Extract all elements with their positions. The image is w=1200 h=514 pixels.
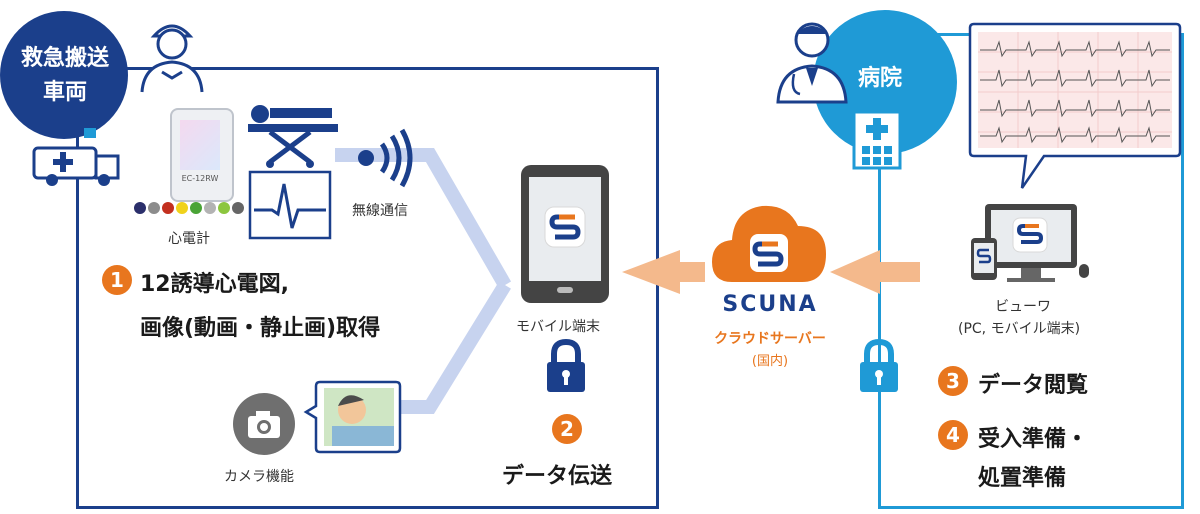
step-4: 4 [938, 420, 968, 450]
paramedic-icon [140, 24, 204, 93]
ecg-device-screen [180, 120, 220, 170]
step-2-number: 2 [552, 414, 582, 444]
ambulance-frame [76, 67, 659, 509]
wireless-label: 無線通信 [352, 203, 408, 219]
lock-icon [860, 338, 898, 392]
smartphone-icon [521, 165, 609, 303]
ecg-waveform-icon [248, 170, 332, 240]
ambulance-icon [32, 128, 120, 186]
lock-icon [547, 338, 585, 392]
hospital-badge [813, 10, 957, 170]
arrow-from-cloud [830, 250, 920, 294]
patient-photo-icon [303, 380, 402, 454]
hospital-building-icon [852, 110, 902, 170]
ecg-device-label: 心電計 [168, 231, 210, 247]
cloud-icon [712, 205, 826, 282]
ambulance-badge [0, 11, 128, 186]
cloud-server-sublabel: (国内) [751, 354, 789, 369]
ambulance-title-2: 車両 [42, 80, 87, 105]
ecg-electrodes-icon [134, 202, 244, 214]
viewer-sublabel: (PC, モバイル端末) [958, 321, 1081, 337]
flow-line-bottom [395, 281, 511, 414]
step-1: 1 [102, 265, 132, 295]
cloud-server-label: クラウドサーバー [714, 331, 826, 347]
camera-icon [233, 393, 295, 455]
camera-label: カメラ機能 [224, 469, 294, 485]
step-4-number: 4 [938, 420, 968, 450]
step-1-number: 1 [102, 265, 132, 295]
computer-monitor-icon [971, 204, 1089, 282]
mobile-label: モバイル端末 [516, 319, 600, 335]
step-2: 2 [552, 414, 582, 444]
step-3-line1: データ閲覧 [978, 373, 1089, 398]
step-3: 3 [938, 366, 968, 396]
step-3-number: 3 [938, 366, 968, 396]
step-1-line2: 画像(動画・静止画)取得 [140, 316, 381, 341]
step-4-line2: 処置準備 [978, 466, 1067, 491]
wireless-signal-icon [358, 128, 413, 188]
step-2-line1: データ伝送 [502, 464, 613, 489]
step-1-line1: 12誘導心電図, [140, 272, 289, 297]
brand-logo: SCUNA [722, 292, 818, 317]
viewer-label: ビューワ [995, 299, 1051, 315]
doctor-icon [776, 22, 848, 104]
arrow-to-cloud [622, 250, 705, 294]
ecg-chart-icon [968, 22, 1182, 189]
stretcher-icon [248, 105, 338, 168]
hospital-title: 病院 [858, 66, 903, 91]
ambulance-title-1: 救急搬送 [20, 46, 109, 71]
step-4-line1: 受入準備・ [978, 427, 1089, 452]
ecg-device-model: EC-12RW [181, 174, 219, 183]
